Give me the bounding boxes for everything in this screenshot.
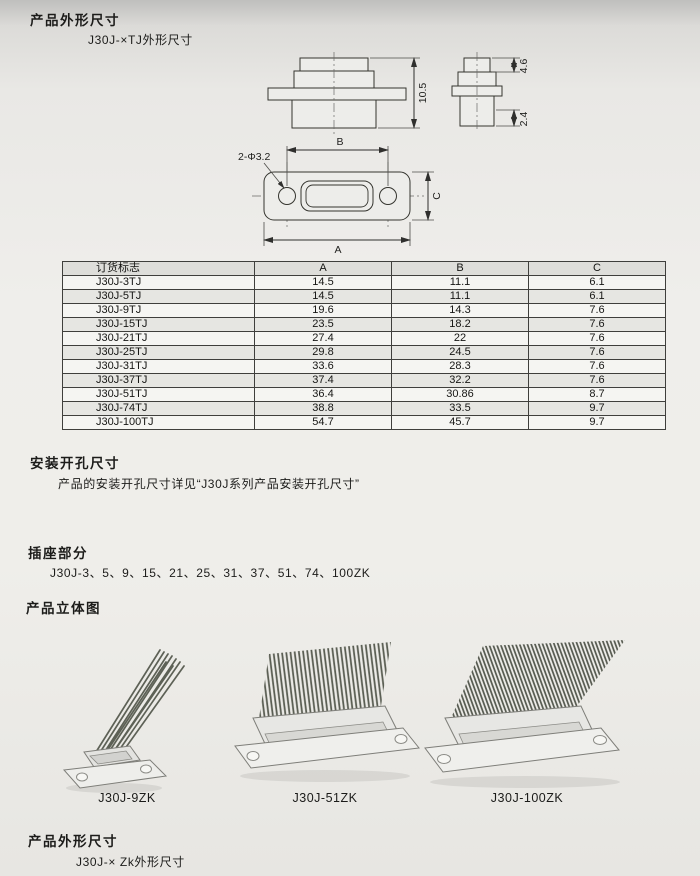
side-view-profile: 4.6 2.4 (451, 52, 530, 132)
mounting-hole (394, 734, 408, 744)
dim-label-c: C (431, 192, 443, 200)
cell-b: 28.3 (391, 359, 529, 374)
product-label-9zk: J30J-9ZK (98, 791, 156, 805)
section-title-socket: 插座部分 (28, 546, 88, 561)
cell-c: 6.1 (528, 289, 666, 304)
cell-b: 45.7 (391, 415, 529, 430)
cell-a: 23.5 (254, 317, 392, 332)
cell-c: 7.6 (528, 359, 666, 374)
side-view-front: 10.5 (267, 52, 429, 134)
cell-b: 32.2 (391, 373, 529, 388)
product-label-51zk: J30J-51ZK (292, 791, 358, 805)
section-title-outline-dims-bottom: 产品外形尺寸 (28, 834, 118, 849)
mounting-hole (593, 735, 607, 745)
pin-field (451, 640, 625, 718)
cell-model: J30J-51TJ (62, 387, 255, 402)
cell-b: 11.1 (391, 289, 529, 304)
section-title-outline-dims: 产品外形尺寸 (30, 13, 120, 28)
connector-photo-9zk (62, 649, 185, 793)
cell-model: J30J-25TJ (62, 345, 255, 360)
dim-label-b: B (336, 136, 343, 148)
cell-model: J30J-31TJ (62, 359, 255, 374)
dim-label-a: A (334, 244, 341, 256)
cell-model: J30J-74TJ (62, 401, 255, 416)
cell-c: 7.6 (528, 331, 666, 346)
section-title-3d-views: 产品立体图 (26, 601, 101, 616)
cell-model: J30J-5TJ (62, 289, 255, 304)
cell-c: 7.6 (528, 345, 666, 360)
dim-label-total-height: 10.5 (417, 83, 429, 104)
section-subtitle-tj: J30J-×TJ外形尺寸 (88, 33, 193, 47)
col-header-b: B (391, 261, 529, 276)
dim-label-base: 2.4 (518, 112, 530, 127)
cell-model: J30J-37TJ (62, 373, 255, 388)
cell-c: 9.7 (528, 415, 666, 430)
pin-field (259, 642, 391, 718)
cell-a: 14.5 (254, 289, 392, 304)
cell-a: 38.8 (254, 401, 392, 416)
mounting-hole (437, 754, 451, 764)
outline-dimension-drawing: 10.5 4.6 2.4 (238, 52, 530, 256)
mounting-hole (246, 751, 260, 761)
table-header-row: 订货标志 A B C (62, 261, 666, 276)
cell-model: J30J-3TJ (62, 275, 255, 290)
mounting-hole (76, 772, 88, 782)
cell-b: 11.1 (391, 275, 529, 290)
col-header-a: A (254, 261, 392, 276)
cell-c: 7.6 (528, 317, 666, 332)
cell-a: 54.7 (254, 415, 392, 430)
cell-c: 7.6 (528, 373, 666, 388)
cell-c: 8.7 (528, 387, 666, 402)
section-body-socket: J30J-3、5、9、15、21、25、31、37、51、74、100ZK (50, 566, 371, 580)
cell-a: 33.6 (254, 359, 392, 374)
connector-flange (234, 727, 420, 769)
cell-b: 30.86 (391, 387, 529, 402)
cell-c: 6.1 (528, 275, 666, 290)
cell-a: 29.8 (254, 345, 392, 360)
cell-model: J30J-21TJ (62, 331, 255, 346)
cell-b: 14.3 (391, 303, 529, 318)
product-label-100zk: J30J-100ZK (490, 791, 564, 805)
front-view: B A C 2-Φ3.2 (238, 136, 443, 256)
connector-flange (62, 759, 168, 789)
cell-model: J30J-100TJ (62, 415, 255, 430)
cell-b: 24.5 (391, 345, 529, 360)
section-subtitle-zk: J30J-× Zk外形尺寸 (76, 855, 185, 869)
cell-model: J30J-9TJ (62, 303, 255, 318)
cell-a: 19.6 (254, 303, 392, 318)
cell-a: 27.4 (254, 331, 392, 346)
cell-a: 14.5 (254, 275, 392, 290)
section-title-mounting: 安装开孔尺寸 (30, 456, 120, 471)
dim-label-holes: 2-Φ3.2 (238, 151, 270, 163)
cell-a: 37.4 (254, 373, 392, 388)
col-header-ordering-mark: 订货标志 (62, 261, 255, 276)
connector-flange (424, 727, 620, 773)
cell-a: 36.4 (254, 387, 392, 402)
col-header-c: C (528, 261, 666, 276)
connector-photo-100zk (424, 640, 625, 788)
mounting-hole (140, 764, 152, 774)
cell-b: 18.2 (391, 317, 529, 332)
connector-photo-51zk (234, 642, 420, 782)
dim-label-cap: 4.6 (518, 59, 530, 74)
cell-model: J30J-15TJ (62, 317, 255, 332)
cell-c: 7.6 (528, 303, 666, 318)
cell-b: 33.5 (391, 401, 529, 416)
cell-c: 9.7 (528, 401, 666, 416)
section-body-mounting: 产品的安装开孔尺寸详见“J30J系列产品安装开孔尺寸” (58, 477, 360, 491)
cell-b: 22 (391, 331, 529, 346)
wire-bundle (95, 649, 185, 765)
